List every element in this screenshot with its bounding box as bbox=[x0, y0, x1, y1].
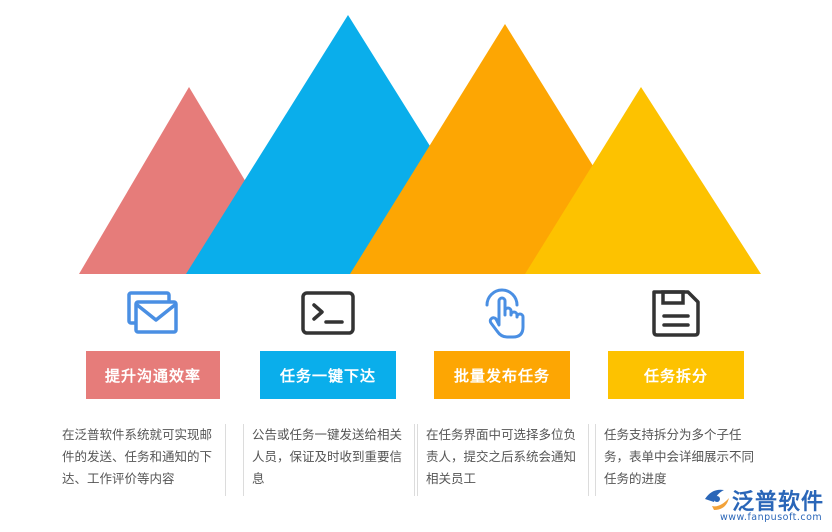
save-icon bbox=[648, 288, 704, 337]
mail-icon bbox=[125, 290, 181, 338]
desc-task-split: 任务支持拆分为多个子任务，表单中会详细展示不同任务的进度 bbox=[595, 424, 767, 496]
brand-logo-icon bbox=[705, 489, 729, 510]
brand-name: 泛普软件 bbox=[732, 490, 825, 515]
label-task-split: 任务拆分 bbox=[608, 351, 744, 399]
brand-logo: 泛普软件 www.fanpusoft.com bbox=[700, 484, 828, 528]
desc-batch-publish: 在任务界面中可选择多位负责人，提交之后系统会通知相关员工 bbox=[417, 424, 589, 496]
label-one-click-dispatch: 任务一键下达 bbox=[260, 351, 396, 399]
brand-url: www.fanpusoft.com bbox=[720, 512, 823, 523]
pointer-hand-icon bbox=[477, 287, 533, 339]
desc-one-click-dispatch: 公告或任务一键发送给相关人员，保证及时收到重要信息 bbox=[243, 424, 415, 496]
mountain-yellow bbox=[525, 87, 761, 274]
desc-improve-communication: 在泛普软件系统就可实现邮件的发送、任务和通知的下达、工作评价等内容 bbox=[54, 424, 226, 496]
mountain-chart bbox=[79, 15, 761, 274]
label-improve-communication: 提升沟通效率 bbox=[86, 351, 220, 399]
terminal-icon bbox=[300, 290, 356, 338]
label-batch-publish: 批量发布任务 bbox=[434, 351, 570, 399]
